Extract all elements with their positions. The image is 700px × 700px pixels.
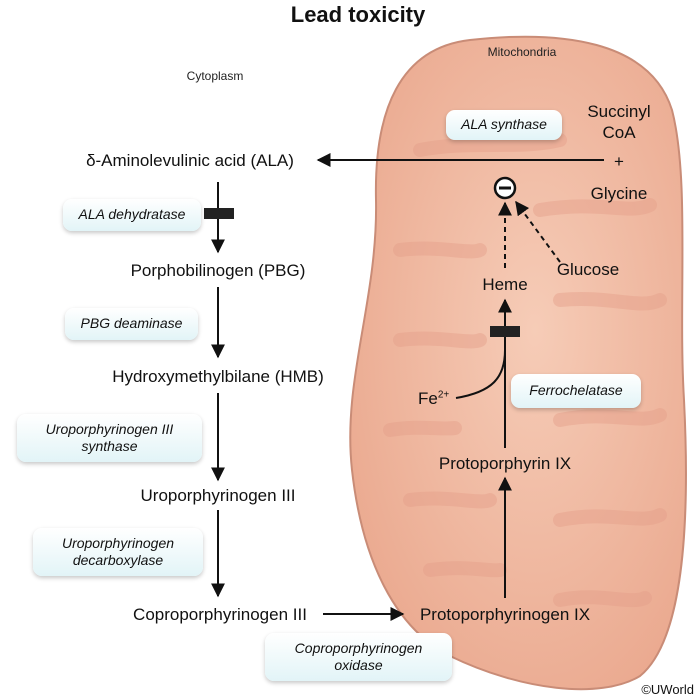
- enzyme-copro-oxidase-line2: oxidase: [334, 657, 383, 673]
- enzyme-uro-decarbox-line2: decarboxylase: [72, 552, 164, 568]
- compound-glycine: Glycine: [590, 184, 648, 203]
- enzyme-ala-dehydratase: ALA dehydratase: [63, 199, 201, 231]
- glucose-feedback-dashed: [515, 200, 561, 263]
- iron-charge: 2+: [437, 389, 450, 401]
- compound-iron: Fe2+: [418, 390, 449, 407]
- cristae: [383, 133, 667, 608]
- enzyme-uro3-synthase-line1: Uroporphyrinogen III: [45, 420, 174, 437]
- mitochondrion-shape: [349, 35, 687, 691]
- cytoplasm-label: Cytoplasm: [186, 69, 244, 83]
- lead-block-ferrochelatase: [490, 326, 520, 337]
- compound-coproporphyrinogen-iii: Coproporphyrinogen III: [133, 605, 307, 624]
- iron-symbol: Fe: [418, 389, 438, 408]
- lead-block-ala-dehydratase: [204, 208, 234, 219]
- compound-heme: Heme: [482, 275, 528, 294]
- compound-hmb: Hydroxymethylbilane (HMB): [112, 367, 324, 386]
- enzyme-uroporphyrinogen-decarboxylase: Uroporphyrinogen decarboxylase: [33, 528, 203, 576]
- compound-coa: CoA: [602, 123, 636, 142]
- enzyme-ala-synthase: ALA synthase: [446, 110, 562, 140]
- compound-protoporphyrin-ix: Protoporphyrin IX: [438, 454, 572, 473]
- compound-ala: δ-Aminolevulinic acid (ALA): [86, 151, 294, 170]
- enzyme-ferrochelatase: Ferrochelatase: [511, 374, 641, 408]
- enzyme-uro3-synthase-line2: synthase: [81, 438, 138, 454]
- enzyme-uroporphyrinogen-iii-synthase: Uroporphyrinogen III synthase: [17, 414, 202, 462]
- enzyme-coproporphyrinogen-oxidase: Coproporphyrinogen oxidase: [265, 633, 452, 681]
- compound-pbg: Porphobilinogen (PBG): [130, 261, 306, 280]
- diagram-title: Lead toxicity: [290, 2, 426, 27]
- compound-uroporphyrinogen-iii: Uroporphyrinogen III: [140, 486, 296, 505]
- plus-sign: +: [614, 152, 624, 171]
- compound-succinyl: Succinyl: [587, 102, 651, 121]
- enzyme-pbg-deaminase: PBG deaminase: [65, 308, 198, 340]
- inhibition-minus-bar: [499, 186, 511, 190]
- compound-glucose: Glucose: [556, 260, 620, 279]
- mitochondria-label: Mitochondria: [487, 45, 557, 59]
- fe-incorporation-curve: [455, 349, 506, 399]
- enzyme-copro-oxidase-line1: Coproporphyrinogen: [294, 639, 423, 656]
- copyright-text: ©UWorld: [641, 682, 694, 697]
- enzyme-uro-decarbox-line1: Uroporphyrinogen: [61, 534, 175, 551]
- compound-protoporphyrinogen-ix: Protoporphyrinogen IX: [419, 605, 591, 624]
